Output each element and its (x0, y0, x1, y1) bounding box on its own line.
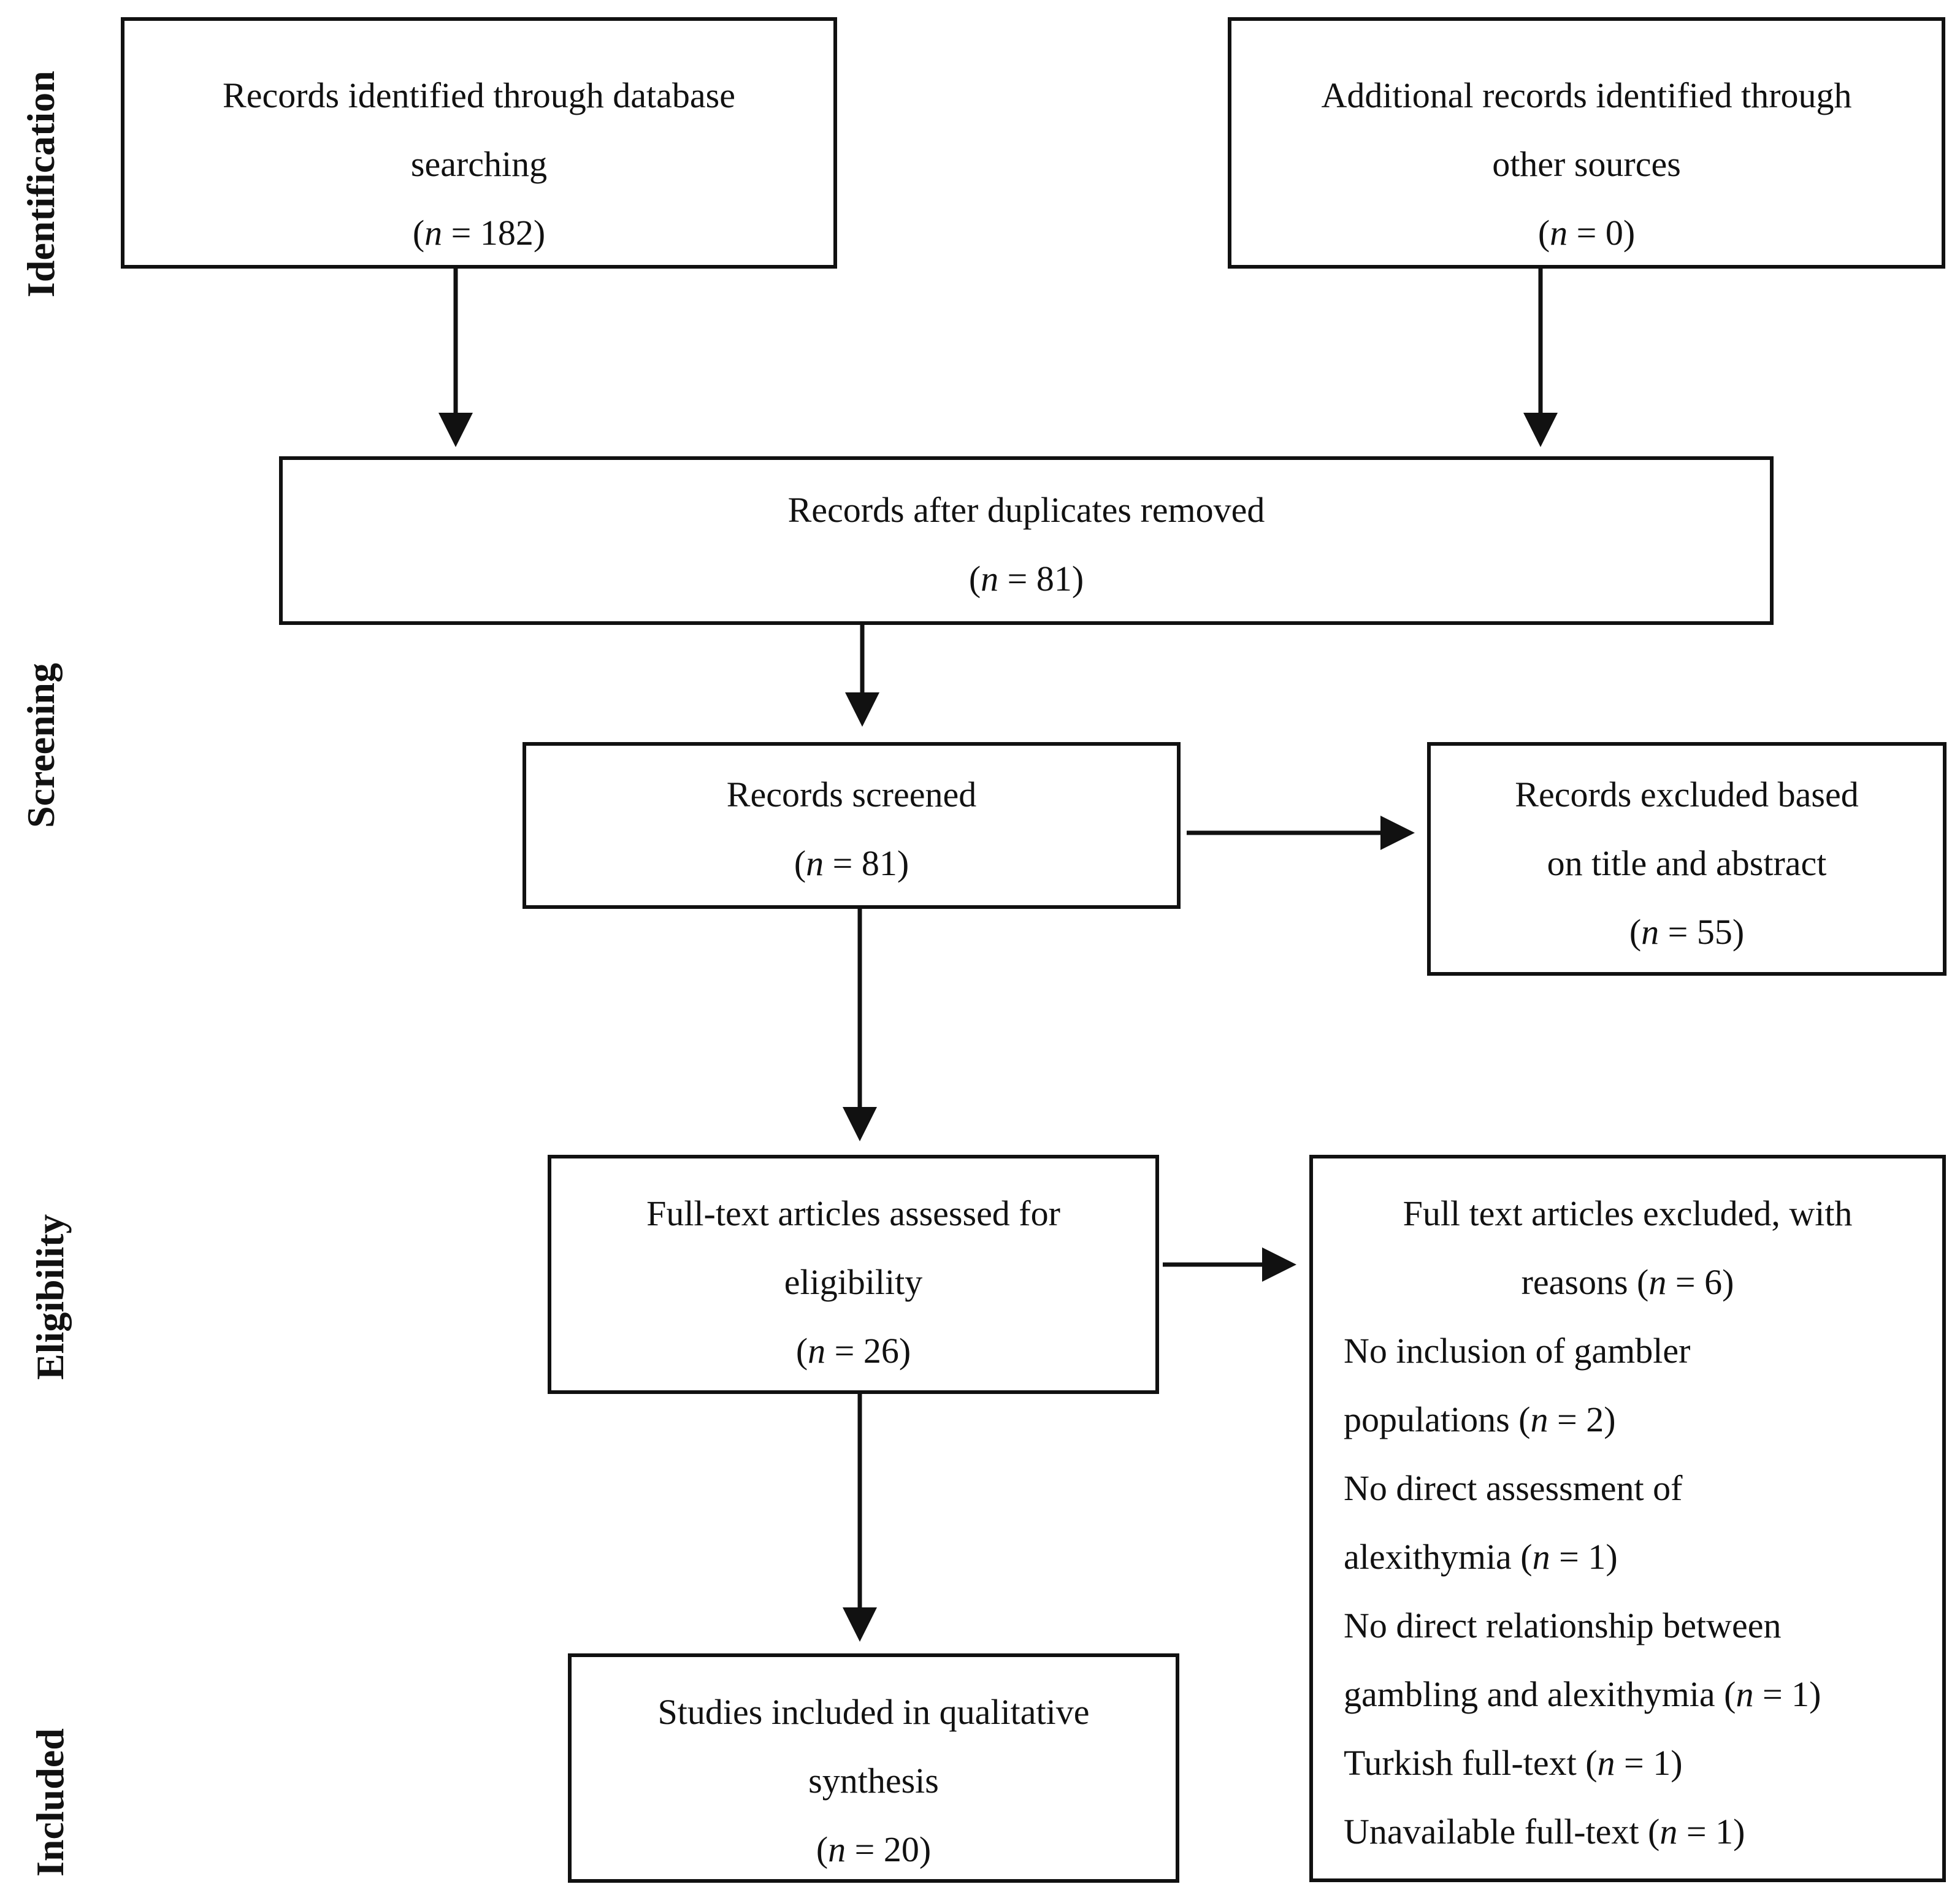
screened-count: (n = 81) (794, 843, 909, 883)
db-search-count: (n = 182) (412, 213, 546, 253)
other-sources-count: (n = 0) (1537, 213, 1636, 253)
other-sources-line1: Additional records identified through (1321, 75, 1852, 115)
excluded-ft-line2: reasons (n = 6) (1521, 1262, 1734, 1302)
excluded-ta-line1: Records excluded based (1515, 775, 1859, 814)
excluded-ta-count: (n = 55) (1629, 912, 1745, 952)
box-records-database-searching: Records identified through database sear… (121, 17, 837, 269)
included-line1: Studies included in qualitative (657, 1692, 1090, 1732)
full-text-assessed-line1: Full-text articles assessed for (646, 1193, 1060, 1233)
box-records-screened: Records screened (n = 81) (523, 742, 1181, 909)
full-text-assessed-count: (n = 26) (795, 1331, 911, 1371)
reason-2-line2: alexithymia (n = 1) (1344, 1537, 1618, 1577)
screened-line1: Records screened (726, 775, 977, 814)
box-studies-included: Studies included in qualitative synthesi… (568, 1653, 1179, 1883)
exclusion-reasons-list: No inclusion of gambler populations (n =… (1313, 1317, 1942, 1866)
box-full-text-assessed: Full-text articles assessed for eligibil… (548, 1155, 1159, 1394)
box-records-excluded-title-abstract: Records excluded based on title and abst… (1427, 742, 1947, 976)
duplicates-line1: Records after duplicates removed (787, 490, 1265, 530)
box-records-after-duplicates-removed: Records after duplicates removed (n = 81… (279, 456, 1774, 625)
box-full-text-excluded-reasons: Full text articles excluded, with reason… (1309, 1155, 1946, 1882)
included-count: (n = 20) (816, 1829, 932, 1869)
reason-1-line2: populations (n = 2) (1344, 1399, 1616, 1439)
excluded-ta-line2: on title and abstract (1547, 843, 1827, 883)
reason-4: Turkish full-text (n = 1) (1344, 1743, 1683, 1783)
box-records-other-sources: Additional records identified through ot… (1228, 17, 1945, 269)
reason-1-line1: No inclusion of gambler (1344, 1331, 1691, 1371)
reason-5: Unavailable full-text (n = 1) (1344, 1812, 1745, 1851)
reason-3-line1: No direct relationship between (1344, 1606, 1782, 1645)
excluded-ft-line1: Full text articles excluded, with (1403, 1193, 1853, 1233)
db-search-line2: searching (410, 144, 548, 184)
included-line2: synthesis (808, 1761, 939, 1801)
reason-2-line1: No direct assessment of (1344, 1468, 1683, 1508)
other-sources-line2: other sources (1492, 144, 1681, 184)
full-text-assessed-line2: eligibility (784, 1262, 923, 1302)
duplicates-count: (n = 81) (968, 559, 1084, 599)
db-search-line1: Records identified through database (223, 75, 735, 115)
reason-3-line2: gambling and alexithymia (n = 1) (1344, 1674, 1821, 1714)
